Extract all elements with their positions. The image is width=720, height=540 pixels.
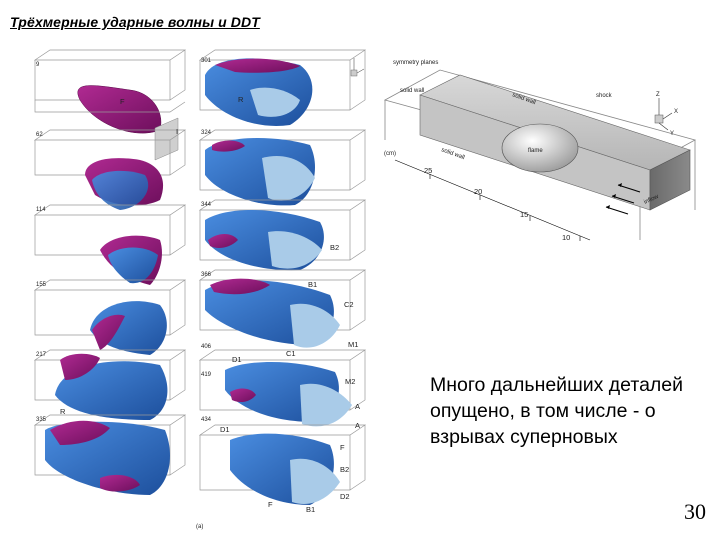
time-label: 217 <box>36 352 47 358</box>
wave-label: B1 <box>308 280 317 289</box>
time-label: 335 <box>36 417 47 423</box>
left-panel-3 <box>33 204 187 285</box>
axis-tick: 15 <box>520 210 528 219</box>
wave-label: A <box>355 402 360 411</box>
wave-label: F <box>340 443 345 452</box>
left-panel-4 <box>33 279 187 355</box>
wave-label: M1 <box>348 340 358 349</box>
time-label: 301 <box>201 58 212 64</box>
axis-tick: 25 <box>424 166 432 175</box>
slide-caption: Много дальнейших деталей опущено, в том … <box>430 374 684 448</box>
schematic-label: shock <box>596 93 613 99</box>
middle-panel-5 <box>198 349 367 427</box>
middle-panel-6 <box>198 424 367 505</box>
time-label: 366 <box>201 272 212 278</box>
wave-label: F <box>268 500 273 509</box>
wave-label: D1 <box>232 355 242 364</box>
time-label: 434 <box>201 417 212 423</box>
wave-label: D2 <box>340 492 350 501</box>
time-label: 419 <box>201 372 212 378</box>
time-label: 344 <box>201 202 212 208</box>
panel-label: R <box>60 407 66 416</box>
schematic-label: solid wall <box>440 147 465 161</box>
axis-tick: 10 <box>562 233 570 242</box>
wave-label: C1 <box>286 349 296 358</box>
wave-label: B2 <box>340 465 349 474</box>
wave-label: A <box>355 421 360 430</box>
time-label: 62 <box>36 132 43 138</box>
time-label: 406 <box>201 344 212 350</box>
axis-name: X <box>674 109 678 115</box>
time-label: 9 <box>36 62 40 68</box>
middle-panel-3 <box>198 199 367 271</box>
schematic-label: (cm) <box>384 151 396 157</box>
panel-label: I <box>176 127 178 136</box>
left-panel-2 <box>33 129 187 210</box>
axis-name: Y <box>670 131 674 137</box>
middle-panel-1 <box>198 49 367 126</box>
left-panel-6 <box>33 414 187 495</box>
schematic-label: solid wall <box>400 88 424 94</box>
wave-label: M2 <box>345 377 355 386</box>
axis-name: Z <box>656 92 660 98</box>
schematic-label: symmetry planes <box>393 60 438 66</box>
schematic-label: flame <box>528 148 543 154</box>
left-panel-column: 9 62 114 155 217 335 F I R (a) <box>33 49 203 530</box>
middle-panel-4 <box>198 269 367 348</box>
figure-part-label: (a) <box>196 524 203 530</box>
left-panel-5 <box>33 349 187 420</box>
page-number: 30 <box>684 499 706 524</box>
time-label: 324 <box>201 130 212 136</box>
time-label: 114 <box>36 207 46 213</box>
left-panel-1 <box>33 49 187 161</box>
wave-label: C2 <box>344 300 354 309</box>
panel-label: F <box>120 97 125 106</box>
time-label: 155 <box>36 282 47 288</box>
channel-schematic: symmetry planes solid wall solid wall sh… <box>350 58 697 242</box>
axis-tick: 20 <box>474 187 482 196</box>
middle-panel-column: 301 324 344 366 406 419 434 R B2 B1 C2 C… <box>198 49 367 514</box>
wave-label: D1 <box>220 425 230 434</box>
wave-label: B2 <box>330 243 339 252</box>
middle-panel-2 <box>198 129 367 206</box>
slide-title: Трёхмерные ударные волны и DDT <box>10 14 260 30</box>
wave-label: R <box>238 95 244 104</box>
wave-label: B1 <box>306 505 315 514</box>
